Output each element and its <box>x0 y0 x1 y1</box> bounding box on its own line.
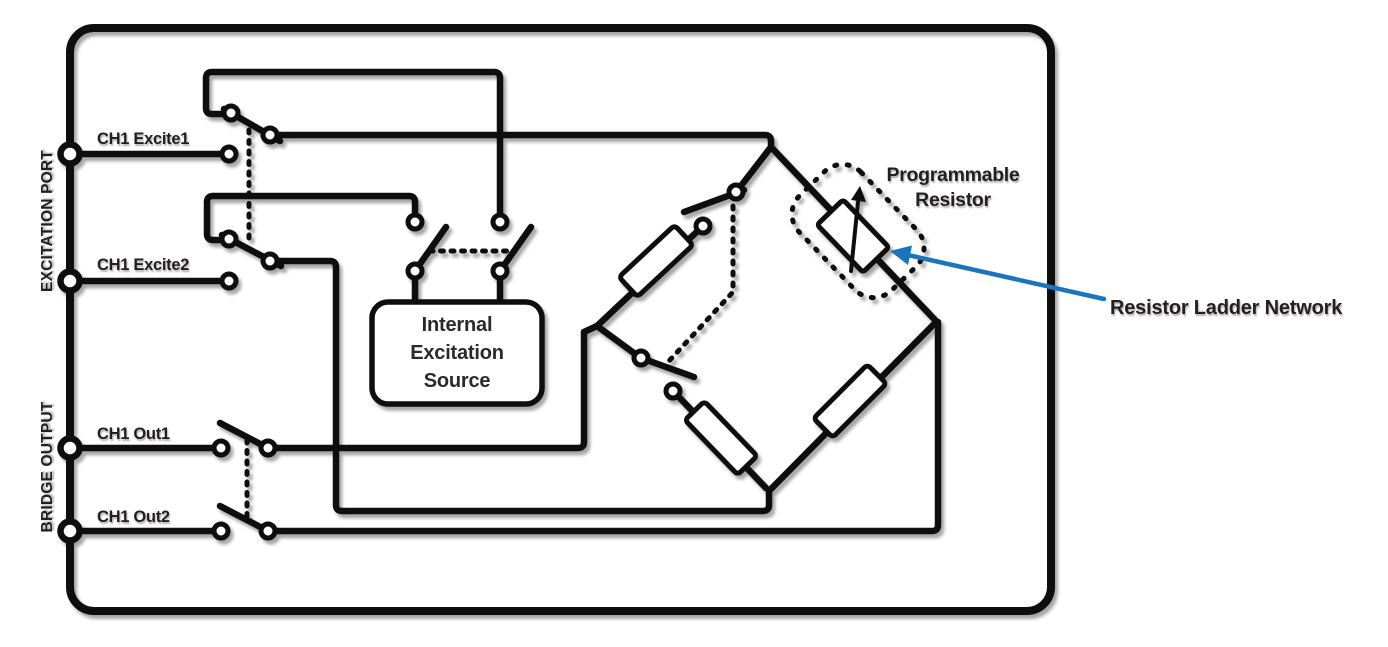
source-box-line2: Excitation <box>410 342 504 364</box>
terminal-label-ch1-out2: CH1 Out2 <box>97 508 170 526</box>
resistor-ladder-dashed-outline <box>789 161 927 301</box>
contact <box>663 381 683 401</box>
contact <box>219 229 239 249</box>
contact <box>258 438 278 458</box>
wire-out2-to-bridge-right <box>264 318 942 535</box>
resistor-lower-left <box>684 400 758 476</box>
wire-excite1-to-source-switch <box>202 68 504 217</box>
terminal-ch1-excite2 <box>57 268 83 294</box>
source-box-line3: Source <box>423 370 491 392</box>
panel-terminals <box>57 141 83 544</box>
excitation-port-label: EXCITATION PORT <box>39 150 56 292</box>
contact <box>490 261 510 281</box>
terminal-label-ch1-excite1: CH1 Excite1 <box>97 130 190 148</box>
internal-excitation-source-text: Internal Excitation Source <box>372 302 542 404</box>
contact <box>219 271 239 291</box>
contact <box>221 103 241 123</box>
wire-excite2-to-source-switch <box>203 192 419 244</box>
resistor-ladder-network-label: Resistor Ladder Network <box>1110 297 1343 319</box>
schematic-black-artwork <box>57 24 1055 615</box>
programmable-resistor-label: Programmable Resistor <box>887 163 1020 213</box>
contact <box>405 261 425 281</box>
terminal-ch1-out2 <box>57 518 83 544</box>
bridge-arm-bottomleft-upper <box>593 322 642 360</box>
bridge-output-label: BRIDGE OUTPUT <box>39 401 56 533</box>
contact <box>405 212 425 232</box>
switch-contacts <box>211 103 746 541</box>
pot-arrow-head <box>851 186 866 202</box>
programmable-resistor-line1: Programmable <box>886 164 1020 186</box>
annotation-arrow-shaft <box>905 252 1107 302</box>
terminal-ch1-out1 <box>57 435 83 461</box>
annotation-arrow <box>890 245 1107 302</box>
contact <box>490 212 510 232</box>
bridge-arm-topleft-upper <box>733 143 775 195</box>
resistor-lower-right <box>812 363 888 439</box>
terminal-label-ch1-excite2: CH1 Excite2 <box>97 256 190 274</box>
terminal-ch1-excite1 <box>57 141 83 167</box>
internal-excitation-source-box <box>369 299 545 407</box>
module-enclosure-border <box>66 24 1055 615</box>
contact <box>726 182 746 202</box>
wire-out1-to-bridge-left <box>264 322 601 452</box>
contact <box>693 216 713 236</box>
contact <box>219 144 239 164</box>
linkage-bridge-switches <box>665 203 736 365</box>
contact <box>211 438 231 458</box>
wire-excite1-to-bridge-top <box>274 131 775 151</box>
contact <box>211 521 231 541</box>
wire-excite2-to-bridge-bottom <box>274 257 773 515</box>
contact <box>260 125 280 145</box>
contact <box>258 521 278 541</box>
contact <box>631 348 651 368</box>
annotation-arrow-head <box>890 245 912 265</box>
pot-arrow-shaft <box>849 200 860 273</box>
source-box-line1: Internal <box>421 314 493 336</box>
programmable-resistor-line2: Resistor <box>915 189 991 211</box>
contact <box>260 251 280 271</box>
terminal-label-ch1-out1: CH1 Out1 <box>97 425 170 443</box>
resistor-upper-left <box>618 224 694 298</box>
